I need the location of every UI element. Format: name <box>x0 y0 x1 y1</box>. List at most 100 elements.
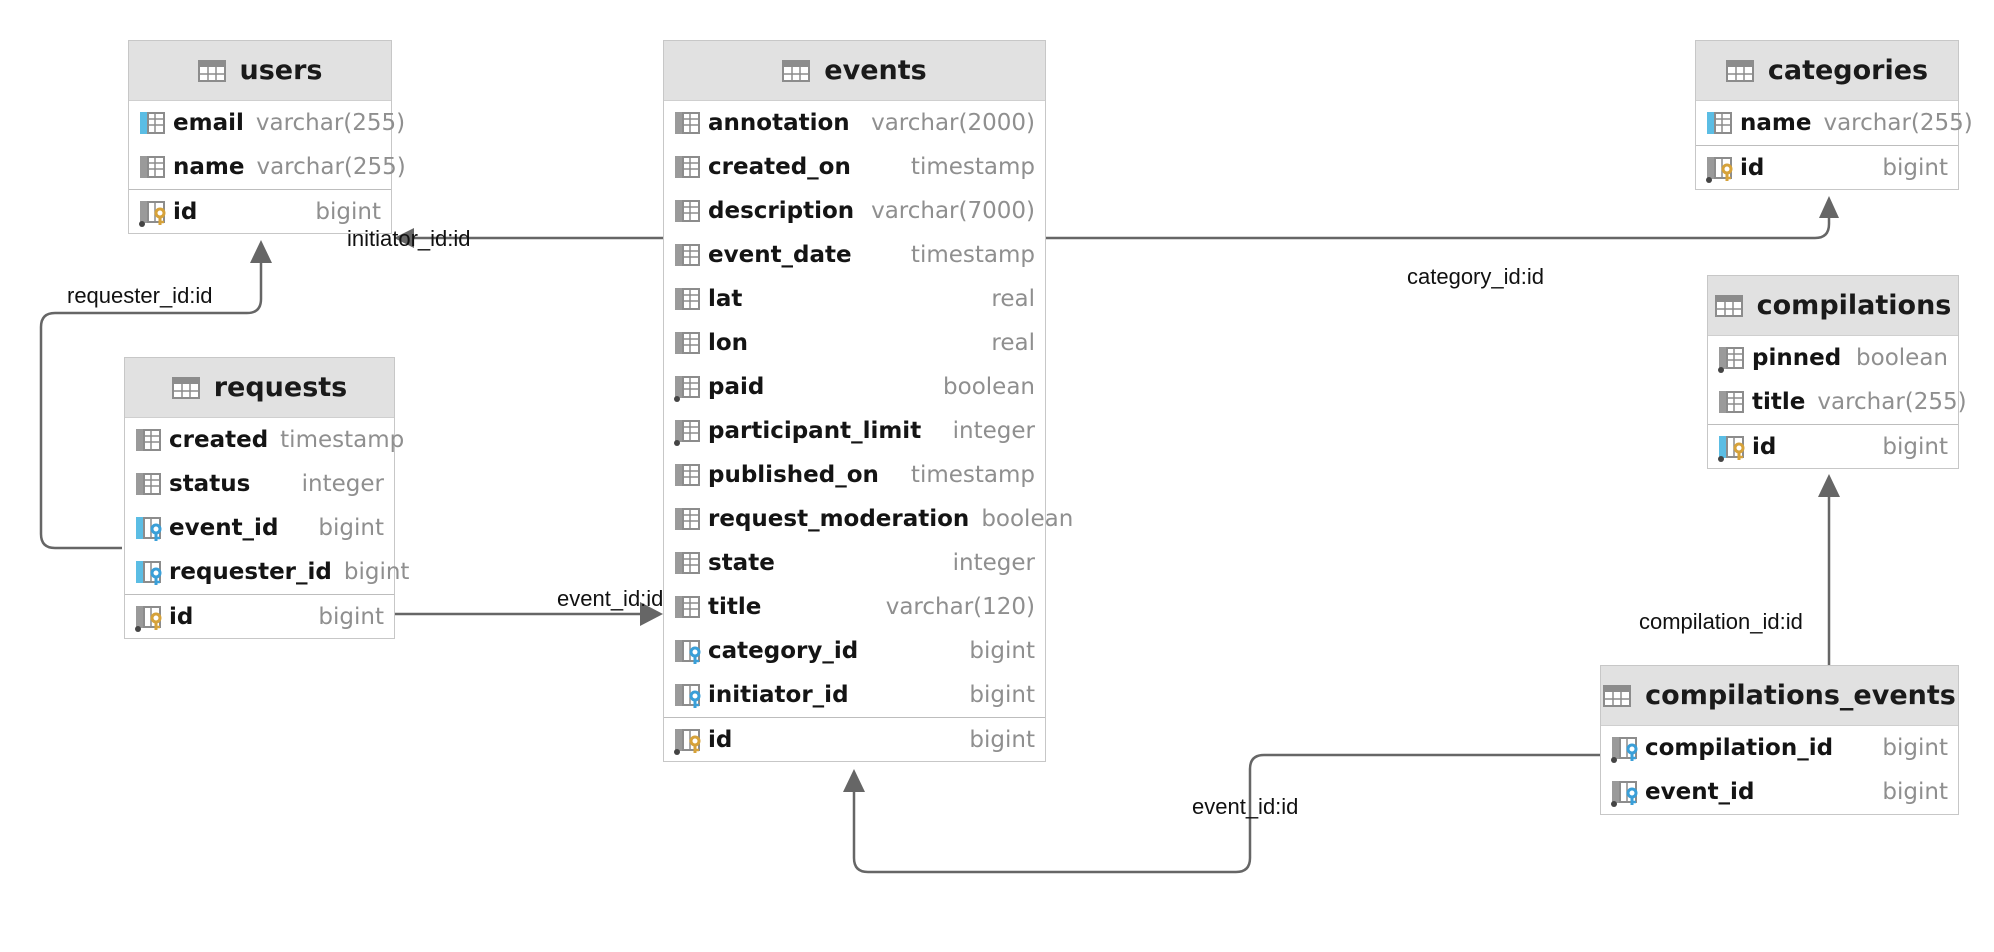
column-name: id <box>1740 154 1765 181</box>
column-row[interactable]: annotation varchar(2000) <box>664 101 1045 145</box>
column-type: real <box>991 330 1035 356</box>
column-row[interactable]: name varchar(255) <box>1696 101 1973 145</box>
column-name: annotation <box>708 110 850 136</box>
not-null-column-icon <box>674 420 700 446</box>
table-events[interactable]: events annotation varchar(2000) created_… <box>663 40 1073 762</box>
primary-key-row[interactable]: id bigint <box>664 717 1045 761</box>
foreign-key-icon <box>1611 737 1638 763</box>
column-type: integer <box>301 471 384 497</box>
column-name: request_moderation <box>708 506 970 532</box>
indexed-column-icon <box>140 112 165 134</box>
table-requests[interactable]: requests created timestamp status intege… <box>124 357 409 639</box>
column-type: varchar(255) <box>1823 110 1973 136</box>
column-name: category_id <box>708 638 859 664</box>
column-row[interactable]: lon real <box>664 321 1045 365</box>
column-name: created_on <box>708 154 851 180</box>
not-null-column-icon <box>1718 347 1744 373</box>
column-row[interactable]: lat real <box>664 277 1045 321</box>
table-header[interactable]: compilations_events <box>1601 666 1958 726</box>
column-name: status <box>169 471 251 497</box>
table-name: compilations_events <box>1645 680 1956 711</box>
column-row[interactable]: created_on timestamp <box>664 145 1045 189</box>
column-name: title <box>708 594 762 620</box>
column-type: bigint <box>1882 433 1948 460</box>
table-header[interactable]: categories <box>1696 41 1958 101</box>
column-type: bigint <box>969 638 1035 664</box>
column-icon <box>136 429 161 451</box>
column-name: event_date <box>708 242 852 268</box>
column-row[interactable]: event_date timestamp <box>664 233 1045 277</box>
column-name: participant_limit <box>708 418 922 444</box>
column-icon <box>140 156 165 178</box>
column-row[interactable]: title varchar(255) <box>1708 380 1967 424</box>
table-icon <box>197 59 226 82</box>
primary-key-icon <box>674 728 701 755</box>
table-header[interactable]: users <box>129 41 391 101</box>
column-row[interactable]: participant_limit integer <box>664 409 1045 453</box>
table-header[interactable]: compilations <box>1708 276 1958 336</box>
relation-label-requester: requester_id:id <box>67 283 213 308</box>
column-row[interactable]: description varchar(7000) <box>664 189 1045 233</box>
column-row[interactable]: event_id bigint <box>125 506 394 550</box>
column-row[interactable]: email varchar(255) <box>129 101 405 145</box>
relation-label-initiator: initiator_id:id <box>347 226 471 251</box>
relation-label-compilation: compilation_id:id <box>1639 609 1803 634</box>
relation-arrow-compilations_events-events <box>843 769 865 792</box>
relation-line-requests-users <box>39 262 263 550</box>
column-type: bigint <box>315 198 381 225</box>
table-icon <box>1714 294 1743 317</box>
table-compilations[interactable]: compilations pinned boolean title varcha… <box>1707 275 1967 469</box>
column-type: bigint <box>318 515 384 541</box>
column-name: description <box>708 198 855 224</box>
column-icon <box>675 156 700 178</box>
indexed-foreign-key-icon <box>136 561 162 585</box>
relation-label-category: category_id:id <box>1407 264 1544 289</box>
column-row[interactable]: title varchar(120) <box>664 585 1045 629</box>
table-users[interactable]: users email varchar(255) name varchar(25… <box>128 40 406 234</box>
table-header[interactable]: events <box>664 41 1045 101</box>
primary-key-row[interactable]: id bigint <box>1708 424 1958 468</box>
primary-key-row[interactable]: id bigint <box>1696 145 1958 189</box>
column-type: varchar(7000) <box>871 198 1035 224</box>
column-name: email <box>173 110 244 136</box>
table-categories[interactable]: categories name varchar(255) id bigint <box>1695 40 1973 190</box>
column-row[interactable]: state integer <box>664 541 1045 585</box>
table-icon <box>782 59 811 82</box>
column-name: lat <box>708 286 743 312</box>
relation-arrow-requests-users <box>250 240 272 263</box>
column-row[interactable]: paid boolean <box>664 365 1045 409</box>
column-row[interactable]: compilation_id bigint <box>1601 726 1958 770</box>
column-row[interactable]: requester_id bigint <box>125 550 409 594</box>
column-name: requester_id <box>169 559 332 585</box>
column-name: id <box>173 198 198 225</box>
primary-key-row[interactable]: id bigint <box>125 594 394 638</box>
column-row[interactable]: category_id bigint <box>664 629 1045 673</box>
column-row[interactable]: created timestamp <box>125 418 404 462</box>
column-row[interactable]: pinned boolean <box>1708 336 1958 380</box>
relation-line-compilations_events-events <box>852 753 1600 874</box>
column-name: name <box>173 154 245 180</box>
column-name: initiator_id <box>708 682 849 708</box>
primary-key-row[interactable]: id bigint <box>129 189 391 233</box>
column-row[interactable]: status integer <box>125 462 394 506</box>
column-type: bigint <box>1882 154 1948 181</box>
column-type: bigint <box>318 603 384 630</box>
table-header[interactable]: requests <box>125 358 394 418</box>
column-type: integer <box>952 550 1035 576</box>
column-type: timestamp <box>280 427 405 453</box>
column-name: published_on <box>708 462 879 488</box>
column-row[interactable]: initiator_id bigint <box>664 673 1045 717</box>
column-name: created <box>169 427 269 453</box>
column-type: varchar(120) <box>885 594 1035 620</box>
primary-key-icon <box>135 605 162 632</box>
column-row[interactable]: event_id bigint <box>1601 770 1958 814</box>
column-type: boolean <box>981 506 1074 532</box>
column-row[interactable]: name varchar(255) <box>129 145 406 189</box>
column-icon <box>675 288 700 310</box>
table-compilations-events[interactable]: compilations_events compilation_id bigin… <box>1600 665 1959 815</box>
column-row[interactable]: request_moderation boolean <box>664 497 1073 541</box>
column-row[interactable]: published_on timestamp <box>664 453 1045 497</box>
relation-arrow-events-categories <box>1819 196 1839 218</box>
